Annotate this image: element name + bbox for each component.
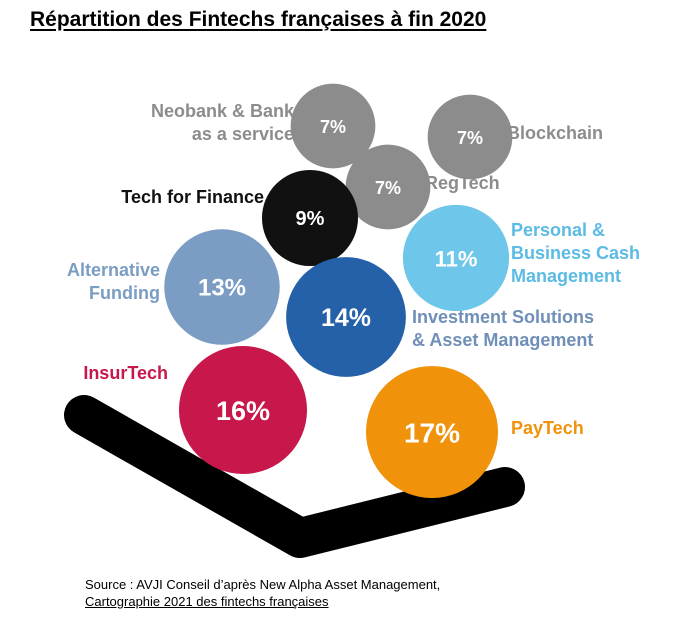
bubble-value-paytech: 17% — [404, 418, 460, 449]
category-label-line: InsurTech — [83, 363, 168, 383]
source-note: Source : AVJI Conseil d’après New Alpha … — [85, 576, 440, 610]
category-label-line: Alternative — [67, 260, 160, 280]
chart-title: Répartition des Fintechs françaises à fi… — [30, 8, 487, 31]
bubble-alternative-funding — [164, 229, 280, 345]
category-label-line: & Asset Management — [412, 330, 593, 350]
bubble-value-tech-for-finance: 9% — [296, 208, 325, 230]
category-label-line: Business Cash — [511, 243, 640, 263]
bubble-value-insurtech: 16% — [216, 396, 270, 426]
category-label-regtech: RegTech — [425, 173, 500, 193]
bubble-tech-for-finance — [261, 169, 359, 267]
bubble-value-regtech: 7% — [375, 178, 401, 198]
category-label-line: Tech for Finance — [121, 187, 264, 207]
category-label-neobank-bank-as-a-service: Neobank & Bank as a service — [151, 101, 295, 144]
bubble-insurtech — [178, 345, 308, 475]
bubble-value-investment-solutions-asset-management: 14% — [321, 304, 371, 332]
bubble-neobank-bank-as-a-service — [290, 83, 376, 169]
bubble-regtech — [345, 144, 431, 230]
category-label-line: Personal & — [511, 220, 605, 240]
category-label-line: Management — [511, 266, 621, 286]
category-label-line: Neobank & Bank — [151, 101, 295, 121]
category-label-line: Blockchain — [507, 123, 603, 143]
bubble-value-alternative-funding: 13% — [198, 275, 246, 302]
category-label-insurtech: InsurTech — [83, 363, 168, 383]
category-label-paytech: PayTech — [511, 418, 584, 438]
category-label-blockchain: Blockchain — [507, 123, 603, 143]
bubble-blockchain — [427, 94, 513, 180]
bubble-personal-business-cash-management — [402, 204, 510, 312]
bubble-investment-solutions-asset-management — [286, 257, 406, 377]
bubble-value-neobank-bank-as-a-service: 7% — [320, 117, 346, 137]
category-label-line: as a service — [192, 124, 294, 144]
source-line-2: Cartographie 2021 des fintechs française… — [85, 594, 329, 609]
basket-shape — [64, 395, 525, 558]
category-label-line: RegTech — [425, 173, 500, 193]
category-label-line: Investment Solutions — [412, 307, 594, 327]
bubble-value-personal-business-cash-management: 11% — [435, 247, 478, 272]
category-label-tech-for-finance: Tech for Finance — [121, 187, 264, 207]
bubble-value-blockchain: 7% — [457, 128, 483, 148]
category-label-line: Funding — [89, 283, 160, 303]
category-label-investment-solutions-asset-management: Investment Solutions & Asset Management — [412, 307, 594, 350]
source-line-1: Source : AVJI Conseil d’après New Alpha … — [85, 577, 441, 592]
bubble-paytech — [366, 366, 498, 498]
category-label-line: PayTech — [511, 418, 584, 438]
